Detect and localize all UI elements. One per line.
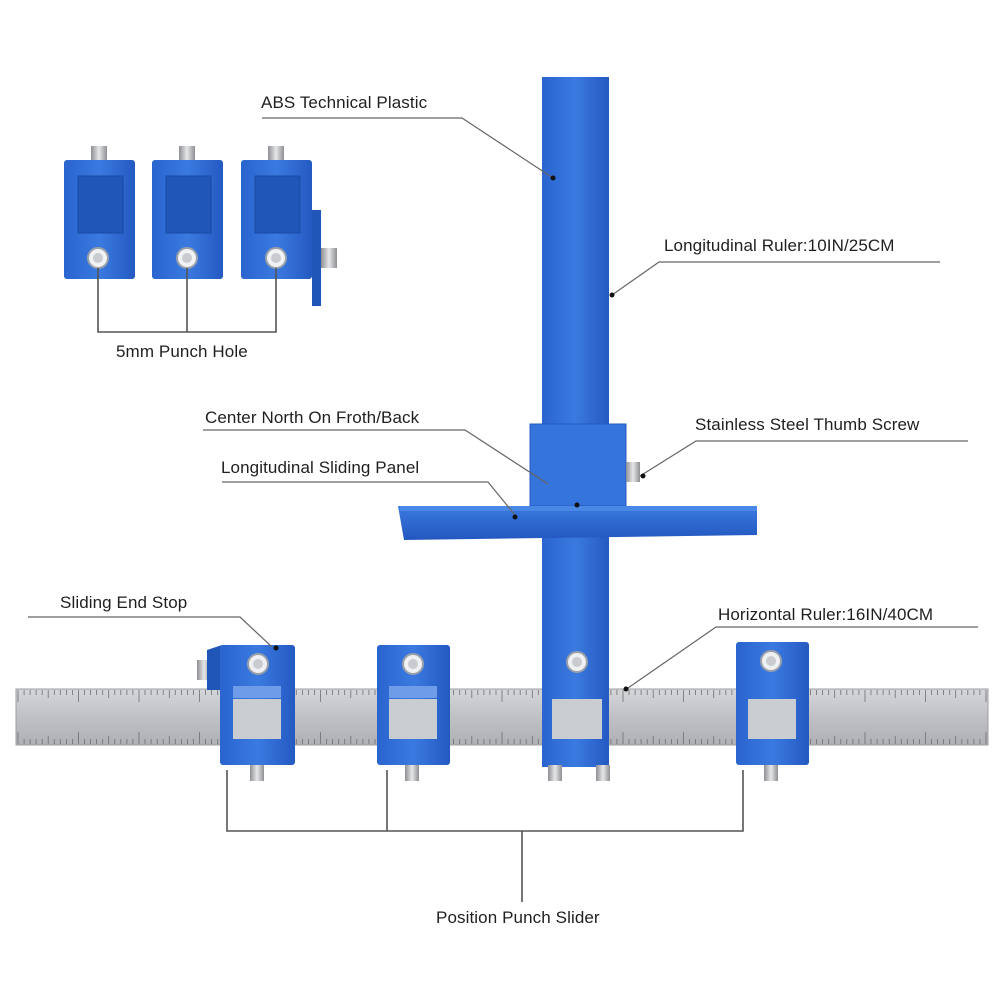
- horizontal-ruler-leader: [627, 626, 978, 689]
- thumb-screw-icon: [268, 146, 284, 162]
- punch-block-3: [241, 146, 337, 306]
- slider-2: [377, 645, 450, 781]
- longitudinal-ruler-leader: [611, 261, 940, 296]
- slider-4: [736, 642, 809, 781]
- abs-plastic-leader: [262, 117, 554, 179]
- thumb-screw-icon: [179, 146, 195, 162]
- label-abs-plastic: ABS Technical Plastic: [261, 93, 428, 112]
- steel-thumb-screw-icon: [626, 462, 640, 482]
- punch-block-1: [64, 146, 135, 279]
- center-sliding-block: [529, 423, 627, 507]
- slider-window: [389, 699, 437, 739]
- punch-block-2: [152, 146, 223, 279]
- thumb-screw-icon: [596, 765, 610, 781]
- thumb-screw-leader: [639, 440, 968, 477]
- punch-slider-leader: [226, 770, 744, 902]
- label-longitudinal-ruler: Longitudinal Ruler:10IN/25CM: [664, 236, 895, 255]
- center-north-leader: [203, 429, 549, 485]
- punch-block-window: [165, 175, 212, 234]
- thumb-screw-icon: [764, 765, 778, 781]
- label-thumb-screw: Stainless Steel Thumb Screw: [695, 415, 920, 434]
- side-screw-icon: [321, 248, 337, 268]
- slider-window: [552, 699, 602, 739]
- leader-dots: [273, 175, 646, 692]
- longitudinal-ruler: [398, 77, 757, 781]
- label-punch-slider: Position Punch Slider: [436, 908, 600, 927]
- slider-window: [233, 699, 281, 739]
- punch-hole-leader: [97, 268, 277, 333]
- label-punch-hole: 5mm Punch Hole: [116, 342, 248, 361]
- thumb-screw-icon: [405, 765, 419, 781]
- label-end-stop: Sliding End Stop: [60, 593, 188, 612]
- label-sliding-panel: Longitudinal Sliding Panel: [221, 458, 420, 477]
- slider-end-stop: [197, 645, 295, 781]
- label-center-north: Center North On Froth/Back: [205, 408, 420, 427]
- thumb-screw-icon: [548, 765, 562, 781]
- side-stop-plate: [312, 210, 321, 306]
- punch-blocks-inset: [64, 146, 337, 333]
- leader-lines: [28, 117, 978, 689]
- label-horizontal-ruler: Horizontal Ruler:16IN/40CM: [718, 605, 934, 624]
- thumb-screw-icon: [250, 765, 264, 781]
- end-stop-leader: [28, 616, 273, 648]
- longitudinal-sliding-panel: [398, 506, 757, 540]
- punch-block-window: [254, 175, 301, 234]
- sliding-panel-leader: [222, 481, 516, 516]
- slider-window: [748, 699, 796, 739]
- punch-block-window: [77, 175, 124, 234]
- horizontal-ruler: [15, 688, 989, 746]
- thumb-screw-icon: [91, 146, 107, 162]
